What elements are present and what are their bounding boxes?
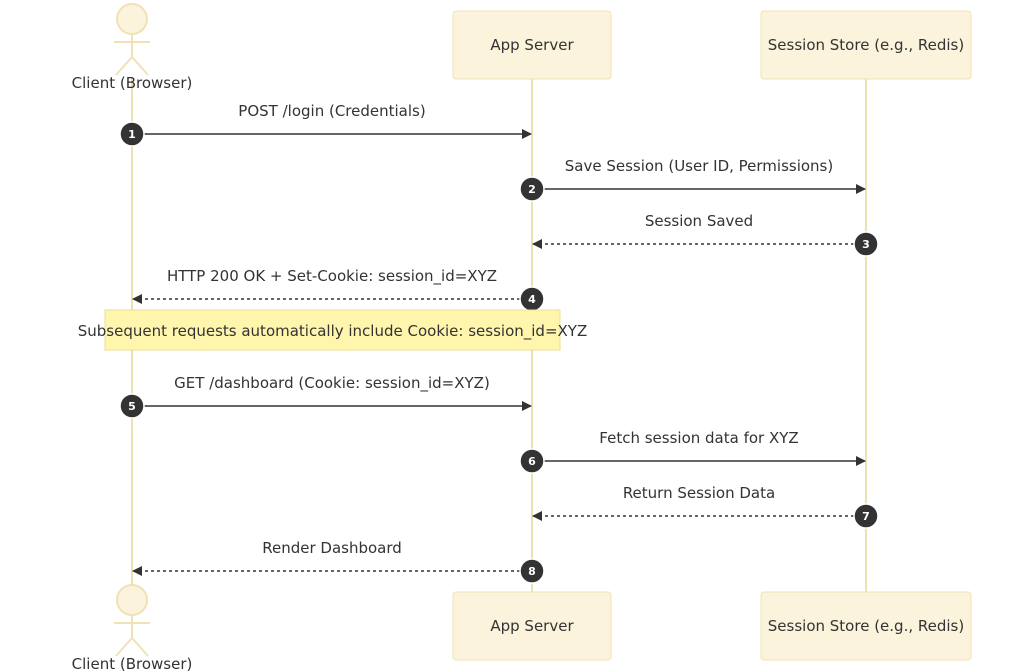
sequence-number-badge: 7 — [853, 503, 879, 529]
sequence-number: 6 — [528, 455, 536, 468]
message-label: Return Session Data — [623, 484, 775, 502]
message-1: POST /login (Credentials) 1 — [119, 102, 532, 147]
sequence-number-badge: 3 — [853, 231, 879, 257]
message-label: Render Dashboard — [262, 539, 402, 557]
participant-box — [760, 591, 972, 661]
message-label: Fetch session data for XYZ — [599, 429, 798, 447]
message-label: Session Saved — [645, 212, 753, 230]
message-label: HTTP 200 OK + Set-Cookie: session_id=XYZ — [167, 267, 497, 286]
sequence-number-badge: 4 — [519, 286, 545, 312]
message-label: GET /dashboard (Cookie: session_id=XYZ) — [174, 374, 490, 393]
participant-label: Session Store (e.g., Redis) — [768, 36, 964, 54]
sequence-number: 7 — [862, 510, 870, 523]
person-icon — [114, 584, 150, 657]
message-label: POST /login (Credentials) — [238, 102, 425, 120]
participant-store-bottom: Session Store (e.g., Redis) — [760, 591, 972, 661]
note-box — [104, 309, 561, 351]
note-text: Subsequent requests automatically includ… — [78, 322, 587, 341]
sequence-number-badge: 5 — [119, 393, 145, 419]
actor-client-bottom: Client (Browser) — [72, 584, 193, 672]
participant-store-top: Session Store (e.g., Redis) — [760, 10, 972, 80]
participant-app-top: App Server — [452, 10, 612, 80]
message-label: Save Session (User ID, Permissions) — [565, 157, 833, 175]
sequence-number: 3 — [862, 238, 870, 251]
participant-label: App Server — [490, 617, 574, 635]
sequence-number: 5 — [128, 400, 136, 413]
sequence-number: 1 — [128, 128, 136, 141]
message-2: Save Session (User ID, Permissions) 2 — [519, 157, 866, 202]
message-3: Session Saved 3 — [532, 212, 879, 257]
participant-label: Session Store (e.g., Redis) — [768, 617, 964, 635]
message-7: Return Session Data 7 — [532, 484, 879, 529]
message-8: Render Dashboard 8 — [132, 539, 545, 584]
participant-label: App Server — [490, 36, 574, 54]
participant-box — [452, 10, 612, 80]
sequence-number-badge: 6 — [519, 448, 545, 474]
sequence-number-badge: 8 — [519, 558, 545, 584]
message-4: HTTP 200 OK + Set-Cookie: session_id=XYZ… — [132, 267, 545, 312]
sequence-number: 4 — [528, 293, 536, 306]
message-6: Fetch session data for XYZ 6 — [519, 429, 866, 474]
participant-label: Client (Browser) — [72, 655, 193, 672]
participant-app-bottom: App Server — [452, 591, 612, 661]
sequence-number: 2 — [528, 183, 536, 196]
sequence-number: 8 — [528, 565, 536, 578]
participant-label: Client (Browser) — [72, 74, 193, 92]
sequence-number-badge: 1 — [119, 121, 145, 147]
person-icon — [114, 3, 150, 76]
participant-box — [760, 10, 972, 80]
sequence-number-badge: 2 — [519, 176, 545, 202]
actor-client-top: Client (Browser) — [72, 3, 193, 92]
participant-box — [452, 591, 612, 661]
note: Subsequent requests automatically includ… — [78, 309, 587, 351]
message-5: GET /dashboard (Cookie: session_id=XYZ) 5 — [119, 374, 532, 419]
